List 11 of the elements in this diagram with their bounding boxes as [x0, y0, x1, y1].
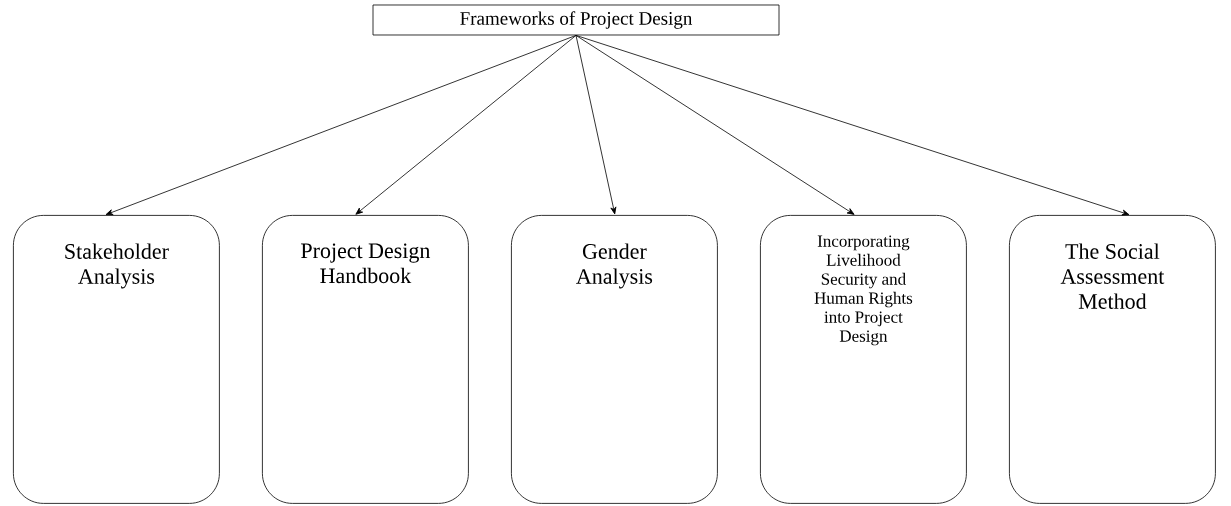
arrow — [355, 35, 577, 215]
framework-box: Incorporating Livelihood Security and Human Rights into Project Design — [760, 215, 967, 504]
framework-box: The Social Assessment Method — [1009, 215, 1216, 504]
arrow — [575, 35, 617, 215]
title-box: Frameworks of Project Design — [372, 4, 780, 36]
framework-box: Gender Analysis — [511, 215, 718, 504]
framework-box: Project Design Handbook — [262, 215, 469, 504]
arrow — [575, 35, 855, 215]
arrow — [575, 35, 1130, 216]
arrow — [105, 35, 577, 216]
framework-box: Stakeholder Analysis — [13, 215, 220, 504]
